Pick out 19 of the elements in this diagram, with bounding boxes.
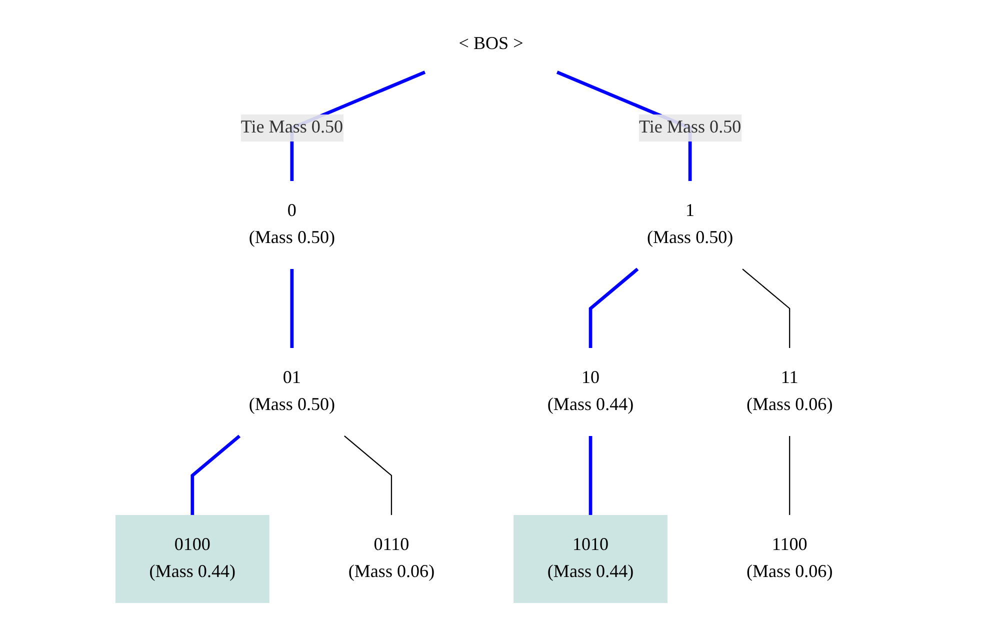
node-text: 10 (Mass 0.44) xyxy=(547,368,634,415)
node-text: 01 (Mass 0.50) xyxy=(248,368,336,415)
connector xyxy=(588,436,592,515)
edge-label: Tie Mass 0.50 xyxy=(240,118,344,138)
node-box: 0100 (Mass 0.44) xyxy=(115,514,270,603)
edge-label: Tie Mass 0.50 xyxy=(638,118,742,138)
node-box: 1010 (Mass 0.44) xyxy=(514,514,668,603)
node-text: 0110 (Mass 0.06) xyxy=(348,535,435,582)
node-text: 0 (Mass 0.50) xyxy=(248,201,336,248)
connector xyxy=(190,434,241,515)
node-text: 11 (Mass 0.06) xyxy=(746,368,833,415)
connector xyxy=(742,268,790,348)
connector xyxy=(789,436,790,515)
connector xyxy=(344,436,392,515)
node-text: 1 (Mass 0.50) xyxy=(646,201,734,248)
node-text: 1100 (Mass 0.06) xyxy=(746,535,833,582)
node-text: < BOS > xyxy=(458,34,524,54)
connector xyxy=(290,269,294,348)
connector xyxy=(588,268,639,348)
